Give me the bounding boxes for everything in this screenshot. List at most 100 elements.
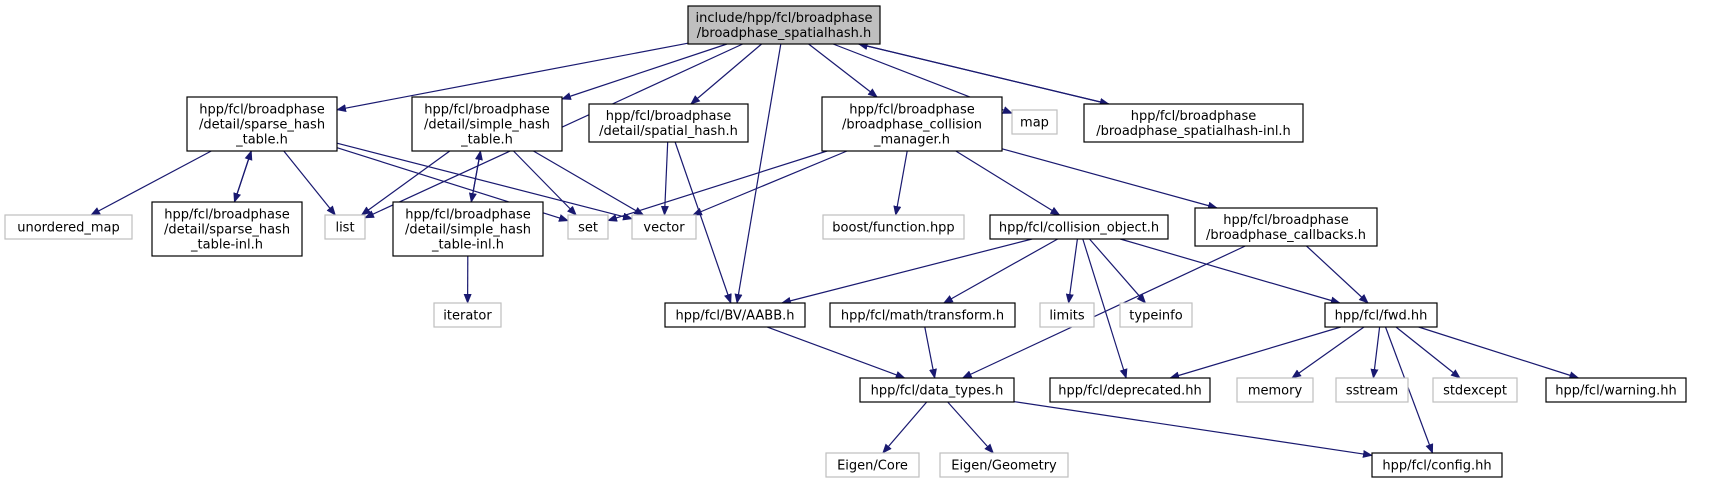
node-deprecated[interactable]: hpp/fcl/deprecated.hh <box>1049 377 1211 403</box>
edge-aabb-to-data_types <box>767 326 906 379</box>
node-aabb[interactable]: hpp/fcl/BV/AABB.h <box>664 302 806 328</box>
node-label-line: hpp/fcl/collision_object.h <box>999 221 1159 236</box>
node-label-line: hpp/fcl/BV/AABB.h <box>676 309 795 324</box>
node-root[interactable]: include/hpp/fcl/broadphase/broadphase_sp… <box>687 5 881 45</box>
edge-transform-to-data_types <box>924 326 937 379</box>
node-label-line: _table.h <box>235 133 288 148</box>
node-label-line: Eigen/Geometry <box>951 459 1057 474</box>
node-label-line: hpp/fcl/broadphase <box>1223 213 1349 228</box>
node-stdexcept: stdexcept <box>1432 377 1518 403</box>
edge-collision_object-to-typeinfo <box>1089 238 1147 304</box>
node-box <box>433 302 502 328</box>
node-label-line: hpp/fcl/data_types.h <box>871 384 1004 399</box>
node-list: list <box>324 214 366 240</box>
node-label-line: limits <box>1049 309 1085 324</box>
node-label-line: hpp/fcl/broadphase <box>606 109 732 124</box>
node-map: map <box>1011 109 1058 135</box>
node-box <box>151 201 303 257</box>
edge-collision_object-to-deprecated <box>1082 238 1128 379</box>
edge-collision_manager-to-boost_function <box>893 150 908 216</box>
node-eigen-geometry: Eigen/Geometry <box>939 452 1069 478</box>
node-label-line: /detail/simple_hash <box>405 223 531 238</box>
node-label-line: hpp/fcl/math/transform.h <box>841 309 1004 324</box>
node-box <box>829 302 1016 328</box>
node-config[interactable]: hpp/fcl/config.hh <box>1371 452 1503 478</box>
node-label-line: list <box>335 221 354 236</box>
node-label-line: /detail/sparse_hash <box>199 118 325 133</box>
node-box <box>324 214 366 240</box>
edge-data_types-to-config <box>1013 401 1373 458</box>
edge-callbacks-to-fwd <box>1306 245 1369 304</box>
node-set: set <box>567 214 609 240</box>
node-label-line: map <box>1020 116 1049 131</box>
node-label-line: include/hpp/fcl/broadphase <box>695 11 872 26</box>
edge-sparse_hash_table-to-unordered_map <box>90 150 212 216</box>
node-box <box>411 96 563 152</box>
node-label-line: hpp/fcl/broadphase <box>164 208 290 223</box>
edge-root-to-sparse_hash_table <box>336 42 689 113</box>
node-label-line: hpp/fcl/deprecated.hh <box>1058 384 1201 399</box>
node-eigen-core: Eigen/Core <box>825 452 920 478</box>
node-typeinfo: typeinfo <box>1119 302 1193 328</box>
edge-fwd-to-stdexcept <box>1395 326 1461 379</box>
node-label-line: hpp/fcl/broadphase <box>849 103 975 118</box>
edge-data_types-to-eigen_core <box>882 401 928 454</box>
node-vector: vector <box>631 214 697 240</box>
node-label-line: typeinfo <box>1129 309 1182 324</box>
node-transform[interactable]: hpp/fcl/math/transform.h <box>829 302 1016 328</box>
edge-fwd-to-sstream <box>1370 326 1381 379</box>
node-box <box>1083 103 1304 143</box>
edge-collision_manager-to-set <box>607 150 828 222</box>
edge-root-to-collision_manager <box>808 43 878 98</box>
node-data-types[interactable]: hpp/fcl/data_types.h <box>859 377 1015 403</box>
edge-sparse_hash_table-to-list <box>283 150 336 216</box>
node-sstream: sstream <box>1335 377 1409 403</box>
node-fwd[interactable]: hpp/fcl/fwd.hh <box>1324 302 1438 328</box>
edge-collision_manager-to-vector <box>691 150 848 216</box>
node-box <box>1236 377 1314 403</box>
node-collision-object[interactable]: hpp/fcl/collision_object.h <box>989 214 1169 240</box>
node-unordered-map: unordered_map <box>4 214 133 240</box>
node-box <box>1119 302 1193 328</box>
node-label-line: /broadphase_collision <box>842 118 982 133</box>
node-simple-hash-table-inl[interactable]: hpp/fcl/broadphase/detail/simple_hash_ta… <box>392 201 544 257</box>
node-label-line: unordered_map <box>17 221 120 236</box>
edge-root-to-simple_hash_table <box>561 43 728 100</box>
edge-data_types-to-eigen_geometry <box>947 401 994 454</box>
node-box <box>1545 377 1687 403</box>
node-box <box>4 214 133 240</box>
edge-collision_object-to-transform <box>942 238 1058 304</box>
node-label-line: stdexcept <box>1443 384 1507 399</box>
node-spatialhash-inl[interactable]: hpp/fcl/broadphase/broadphase_spatialhas… <box>1083 103 1304 143</box>
node-label-line: iterator <box>443 309 492 324</box>
edge-callbacks-to-data_types <box>961 245 1246 379</box>
edge-simple_hash_table-to-vector <box>533 150 645 216</box>
node-box <box>687 5 881 45</box>
node-label-line: _table-inl.h <box>190 238 263 253</box>
node-box <box>1039 302 1095 328</box>
node-box <box>392 201 544 257</box>
edge-root-to-spatial_hash <box>690 43 762 105</box>
node-spatial-hash[interactable]: hpp/fcl/broadphase/detail/spatial_hash.h <box>588 103 749 143</box>
file-nodes: include/hpp/fcl/broadphase/broadphase_sp… <box>4 5 1687 478</box>
edge-simple_hash_table-to-list <box>360 150 451 216</box>
node-box <box>1194 207 1378 247</box>
node-box <box>822 214 965 240</box>
node-sparse-hash-table[interactable]: hpp/fcl/broadphase/detail/sparse_hash_ta… <box>186 96 338 152</box>
node-label-line: /broadphase_spatialhash-inl.h <box>1096 124 1291 139</box>
edge-collision_object-to-aabb <box>780 238 1033 305</box>
edge-collision_manager-to-callbacks <box>1001 148 1218 210</box>
node-sparse-hash-table-inl[interactable]: hpp/fcl/broadphase/detail/sparse_hash_ta… <box>151 201 303 257</box>
edge-fwd-to-memory <box>1291 326 1365 379</box>
node-label-line: boost/function.hpp <box>832 221 954 236</box>
edge-spatial_hash-to-aabb <box>674 141 732 304</box>
node-label-line: hpp/fcl/broadphase <box>424 103 550 118</box>
node-callbacks[interactable]: hpp/fcl/broadphase/broadphase_callbacks.… <box>1194 207 1378 247</box>
node-label-line: sstream <box>1346 384 1398 399</box>
node-simple-hash-table[interactable]: hpp/fcl/broadphase/detail/simple_hash_ta… <box>411 96 563 152</box>
node-label-line: hpp/fcl/warning.hh <box>1555 384 1677 399</box>
node-collision-manager[interactable]: hpp/fcl/broadphase/broadphase_collision_… <box>821 96 1003 152</box>
node-warning[interactable]: hpp/fcl/warning.hh <box>1545 377 1687 403</box>
node-boost-function: boost/function.hpp <box>822 214 965 240</box>
node-box <box>664 302 806 328</box>
